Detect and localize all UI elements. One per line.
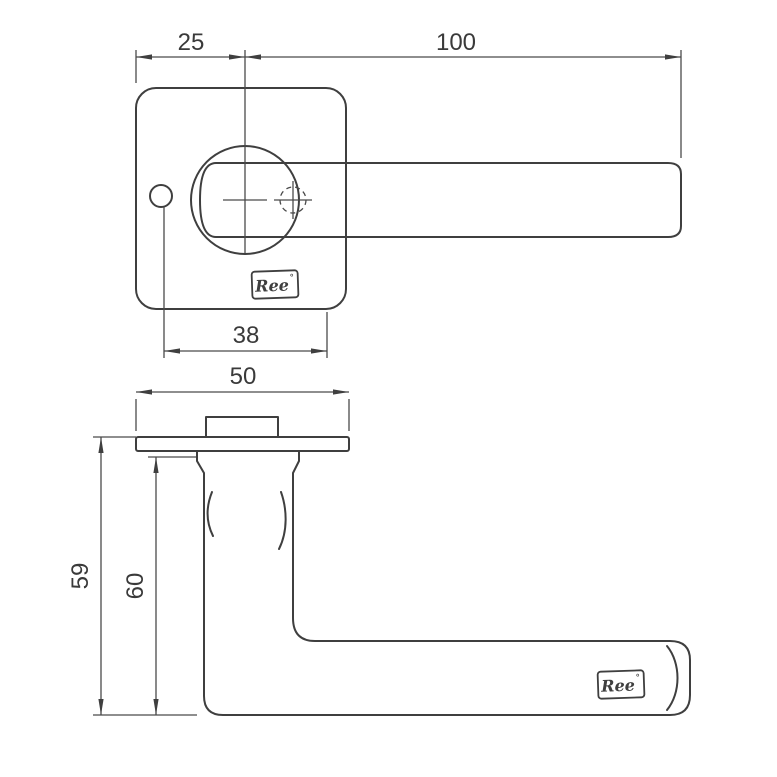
screw-hole xyxy=(149,184,173,208)
handle-profile-outline xyxy=(196,450,691,716)
brand-stamp-side: Ree ° xyxy=(596,669,646,700)
dim-38-label: 38 xyxy=(233,322,260,349)
side-view: 50 59 60 Ree ° xyxy=(67,363,691,716)
brand-stamp-text: Ree xyxy=(600,676,635,696)
dim-100-label: 100 xyxy=(436,29,476,56)
rose-plate-side xyxy=(135,436,350,452)
brand-stamp-front: Ree ° xyxy=(250,269,300,300)
lever-handle-front xyxy=(199,162,682,238)
dim-25-label: 25 xyxy=(178,29,205,56)
dim-50-label: 50 xyxy=(230,363,257,390)
grip-endcap-arc xyxy=(666,645,679,711)
brand-stamp-border xyxy=(596,669,646,700)
front-view: 25 100 38 Ree ° xyxy=(135,29,682,358)
brand-stamp-mark: ° xyxy=(635,673,640,683)
neck-transition-arc-right xyxy=(278,491,287,550)
brand-stamp-mark: ° xyxy=(289,273,294,283)
rose-plate-front xyxy=(135,87,347,310)
brand-stamp-text: Ree xyxy=(254,276,289,296)
dim-60-label: 60 xyxy=(122,573,149,600)
brand-stamp-border xyxy=(250,269,300,300)
spindle-hub-side xyxy=(205,416,279,438)
dim-59-label: 59 xyxy=(67,563,94,590)
neck-transition-arc-left xyxy=(206,491,214,537)
